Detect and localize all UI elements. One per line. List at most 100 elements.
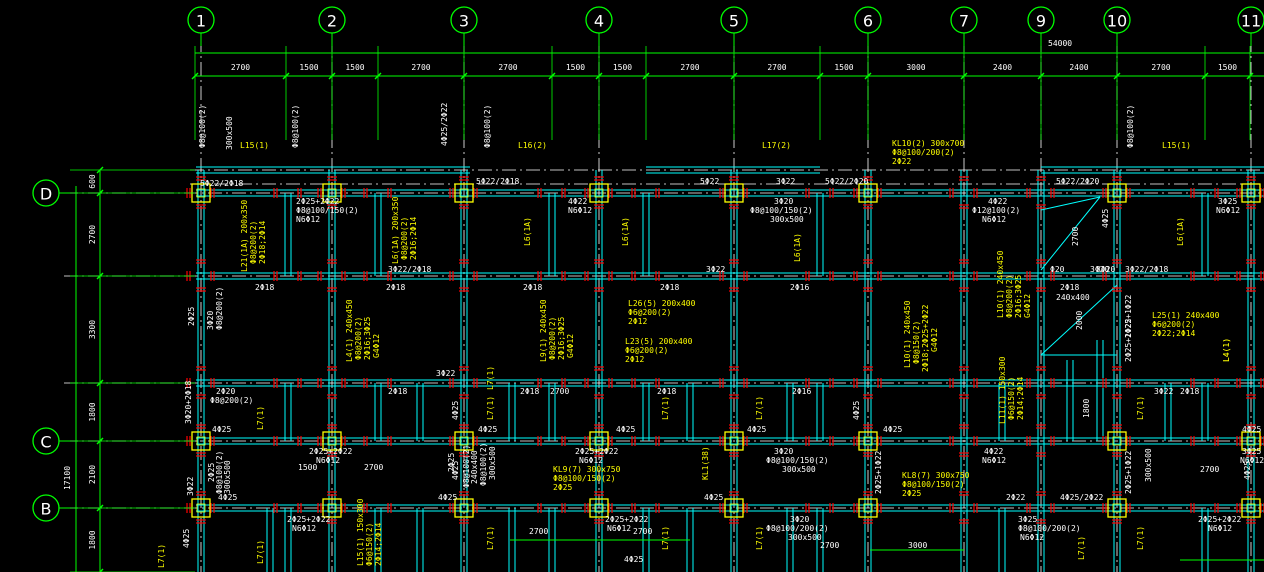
beam-note: N6Φ12 [982,215,1006,224]
column-core [1246,503,1256,513]
beam-note: L7(1) [755,396,764,420]
axis-label-C: C [40,433,51,452]
beam-note: 2Φ22;2Φ14 [1152,329,1196,338]
column [724,431,744,451]
beam-note: Φ8@150(2) [912,321,921,364]
dim-seg-left-text: 2700 [88,225,97,244]
column-core [327,188,337,198]
beam-note: 2Φ18;2Φ14 [258,220,267,264]
beam-note: Φ8@200(2) [548,317,557,360]
beam-note: N6Φ12 [607,524,631,533]
dim-seg-top: 1500 [613,63,632,72]
beam-note: Φ6@200(2) [628,308,671,317]
column-core [1112,503,1122,513]
column-core [729,188,739,198]
beam-note: 2Φ25+2Φ22 [575,447,619,456]
beam-note: L26(5) 200x400 [628,299,696,308]
beam-note: Φ8@200(2) [354,317,363,360]
beam-note: 2Φ18 [520,387,539,396]
beam-note: 2Φ25 [187,307,196,326]
beam-note: 2700 [550,387,569,396]
beam-note: Φ6@200(2) [1152,320,1195,329]
axis-label-D: D [40,185,52,204]
beam-note: L7(1) [661,526,670,550]
beam-note: 4Φ25 [1101,209,1110,228]
beam-note: 240x400 [470,450,479,484]
dim-tick [642,72,650,80]
auxiliary-green-lines [510,196,1264,561]
beam-note: 2Φ25+2Φ22 [309,447,353,456]
beam-note: 5Φ22/2Φ20 [825,177,869,186]
dim-tick [282,72,290,80]
beam-note: L4(1) [1222,338,1231,362]
beam-note: 2Φ14;2Φ14 [374,522,383,566]
axis-label-2: 2 [327,12,337,31]
beam-note: 4Φ25 [212,425,231,434]
slope-line [1040,196,1101,271]
beam-note: L11(1) 150x300 [998,356,1007,424]
beam-note: 2Φ25+1Φ22 [1124,318,1133,362]
beam-note: 5Φ22/2Φ18 [476,177,520,186]
column-core [196,436,206,446]
beam-note: 4Φ25 [616,425,635,434]
column-core [1112,436,1122,446]
beam-note: L7(1) [755,526,764,550]
slope-line [1040,196,1101,211]
beam-note: 3Φ25 [1218,197,1237,206]
beam-note: Φ8@100(2) [198,105,207,148]
column [454,431,474,451]
dim-seg-top: 1500 [345,63,364,72]
column-core [459,436,469,446]
beam-note: N6Φ12 [292,524,316,533]
beam-note: 3Φ22 [776,177,795,186]
beam-note: L16(2) [518,141,547,150]
column [322,183,342,203]
beam-note: Φ8@100(2) [462,445,471,488]
beam-note: 2700 [1200,465,1219,474]
beam-note: 300x500 [770,215,804,224]
beam-note: N6Φ12 [568,206,592,215]
beam-note: 1500 [298,463,317,472]
beam-note: 4Φ22 [988,197,1007,206]
dim-seg-left-text: 600 [88,174,97,189]
column [724,498,744,518]
beam-note: 3Φ20+2Φ18 [184,380,193,424]
column [724,183,744,203]
column [589,498,609,518]
beam-note: L6(1A) [523,217,532,246]
beam-note: 4Φ25 [624,555,643,564]
dim-seg-top: 2400 [1069,63,1088,72]
beam-note: L7(1) [256,406,265,430]
beam-note: 2Φ18 [660,283,679,292]
axis-label-B: B [41,500,52,519]
beam-note: 2Φ16 [792,387,811,396]
beam-note: 300x500 [788,533,822,542]
beam-note: 3Φ25 [1018,515,1037,524]
beam-note: 4Φ25 [218,493,237,502]
column-core [594,188,604,198]
beam-note: L7(1) [661,396,670,420]
dim-tick [1201,72,1209,80]
column [1241,498,1261,518]
axis-label-4: 4 [594,12,604,31]
beam-note: 2Φ16;3Φ25 [363,316,372,360]
beam-note: 1800 [1082,399,1091,418]
column [322,498,342,518]
beam-note: 2Φ25+1Φ22 [1124,294,1133,338]
beam-note: Φ8@200(2) [215,287,224,330]
beam-note: G4Φ12 [372,334,381,358]
beam-note: L10(1) 240x450 [903,300,912,368]
beam-note: 2000 [1075,311,1084,330]
column [1241,431,1261,451]
column [1107,183,1127,203]
column-core [863,436,873,446]
column-core [1246,188,1256,198]
column-core [1246,436,1256,446]
column [1241,183,1261,203]
beam-note: L7(1) [486,396,495,420]
dim-seg-top: 2700 [767,63,786,72]
beam-note: G4Φ12 [930,328,939,352]
